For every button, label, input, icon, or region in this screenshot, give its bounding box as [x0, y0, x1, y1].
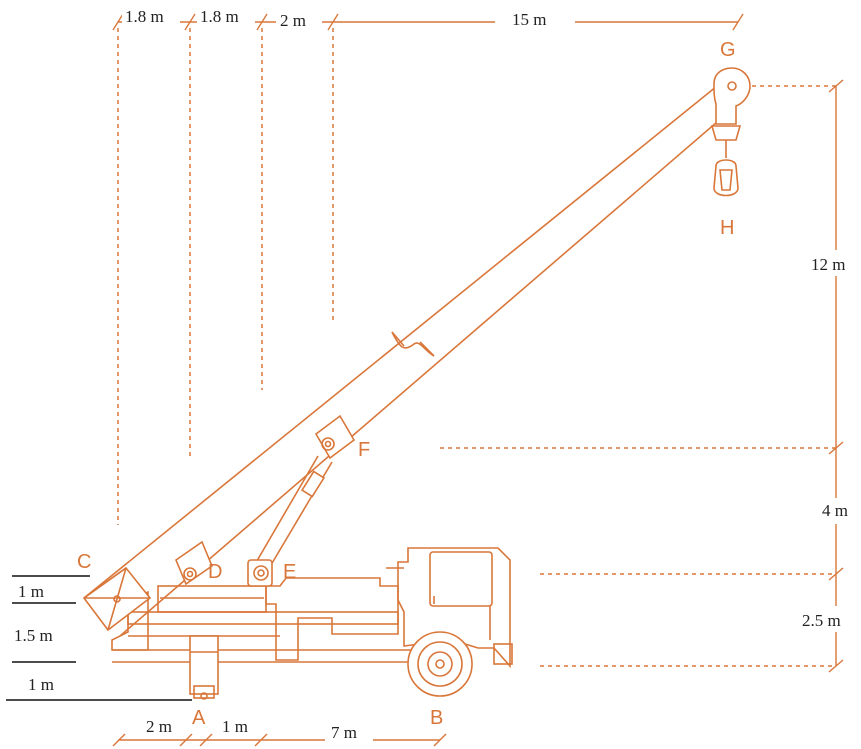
- sheave-pin: [727, 81, 737, 91]
- pin-e-outer: [253, 565, 269, 581]
- wheel-axle: [435, 659, 445, 669]
- truck: [111, 547, 513, 700]
- bottom-tick-4: [254, 733, 268, 747]
- hydraulic-cylinder: [247, 414, 356, 587]
- dim-right-1: 12 m: [811, 255, 845, 274]
- label-bg: [808, 250, 861, 276]
- support-a-pin: [200, 692, 208, 700]
- dim-bottom-1: 2 m: [146, 717, 172, 736]
- dim-top-4: 15 m: [512, 10, 546, 29]
- hook-pulley-top: [710, 125, 742, 141]
- top-tick-1: [112, 13, 124, 31]
- dim-left-2: 1.5 m: [14, 626, 53, 645]
- label-bg: [218, 714, 260, 738]
- boom-top-edge: [83, 81, 723, 599]
- wheel-hub: [427, 651, 453, 677]
- outrigger-pad: [193, 685, 215, 699]
- label-bg: [197, 6, 255, 28]
- right-tick-1: [828, 79, 844, 93]
- boom: [82, 81, 725, 637]
- point-label-e: E: [283, 561, 296, 583]
- top-tick-4: [327, 13, 339, 31]
- cylinder-collar: [300, 470, 326, 498]
- truck-bed: [127, 611, 399, 625]
- label-bg: [800, 606, 861, 632]
- hook-assembly: [710, 67, 751, 197]
- horizontal-guides: [440, 85, 836, 667]
- dim-top-2: 1.8 m: [200, 7, 239, 26]
- cab-window: [429, 551, 493, 607]
- pin-d-outer: [183, 567, 197, 581]
- bottom-dimension-group: 2 m 1 m 7 m: [112, 714, 447, 747]
- dim-bottom-2: 1 m: [222, 717, 248, 736]
- dim-right-3: 2.5 m: [802, 611, 841, 630]
- point-label-h: H: [720, 217, 734, 239]
- label-bg: [818, 498, 861, 524]
- pivot-diag-1: [83, 567, 127, 599]
- right-dimension-group: 12 m 4 m 2.5 m: [800, 79, 861, 673]
- dim-right-2: 4 m: [822, 501, 848, 520]
- point-label-a: A: [192, 707, 206, 729]
- pin-f-inner: [324, 440, 332, 448]
- pivot-cross-v: [107, 567, 127, 631]
- top-tick-2: [184, 13, 196, 31]
- label-bg: [495, 6, 575, 30]
- point-label-d: D: [208, 561, 222, 583]
- top-dimension-group: 1.8 m 1.8 m 2 m 15 m: [112, 6, 744, 31]
- dim-left-3: 1 m: [28, 675, 54, 694]
- bottom-tick-2: [179, 733, 193, 747]
- pin-c: [113, 595, 121, 603]
- point-labels: C D E F G H A B: [77, 39, 736, 729]
- hook-block: [713, 159, 739, 197]
- bottom-tick-5: [433, 733, 447, 747]
- label-bg: [122, 6, 180, 28]
- outrigger-leg: [189, 635, 219, 695]
- right-tick-4: [828, 659, 844, 673]
- boom-joint-left: [391, 331, 405, 347]
- boom-joint-curve: [391, 331, 435, 357]
- point-label-c: C: [77, 551, 91, 573]
- bottom-tick-1: [112, 733, 126, 747]
- cylinder-base: [247, 559, 273, 587]
- sheave-block: [713, 67, 751, 125]
- point-label-b: B: [430, 707, 443, 729]
- pin-f-outer: [321, 437, 335, 451]
- boom-joint-right: [419, 341, 435, 357]
- vertical-guides: [117, 28, 334, 525]
- bracket-d: [175, 540, 213, 586]
- dim-top-3: 2 m: [280, 11, 306, 30]
- point-label-g: G: [720, 39, 736, 61]
- cylinder-edge-left: [253, 455, 319, 567]
- pin-d-inner: [186, 570, 194, 578]
- boom-bottom-edge: [119, 115, 725, 637]
- right-tick-3: [828, 567, 844, 581]
- top-tick-5: [732, 13, 744, 31]
- front-bumper: [493, 643, 513, 665]
- bracket-f: [314, 414, 356, 460]
- dim-top-1: 1.8 m: [125, 7, 164, 26]
- point-label-f: F: [358, 439, 370, 461]
- pin-e-inner: [257, 569, 265, 577]
- top-tick-3: [256, 13, 268, 31]
- bottom-tick-3: [199, 733, 213, 747]
- label-bg: [325, 718, 373, 744]
- label-bg: [142, 714, 186, 738]
- dim-left-1: 1 m: [18, 582, 44, 601]
- wheel-rim: [417, 641, 463, 687]
- left-dimension-group: 1 m 1.5 m 1 m: [6, 575, 192, 701]
- label-bg: [276, 8, 322, 30]
- hook-inner: [719, 169, 733, 191]
- right-tick-2: [828, 441, 844, 455]
- dim-bottom-3: 7 m: [331, 723, 357, 742]
- hydraulic-housing: [265, 577, 399, 661]
